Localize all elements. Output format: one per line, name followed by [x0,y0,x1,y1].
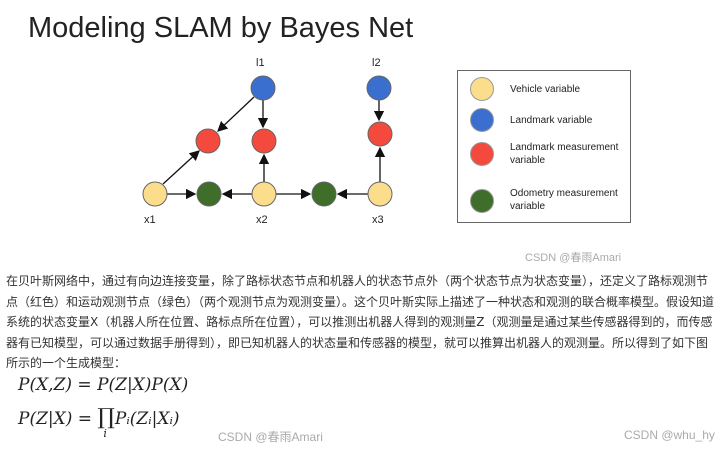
article-watermark-1: CSDN @春雨Amari [218,430,323,444]
odometry-legend-swatch [470,189,494,213]
formula-lhs: P(Z|X) = [18,409,98,429]
odometry-node [311,181,337,207]
formula-joint: P(X,Z) = P(Z|X)P(X) [18,375,189,395]
label-x2: x2 [256,214,268,226]
legend-vehicle: Vehicle variable [510,84,581,95]
vehicle-node-x1 [142,181,168,207]
formula-likelihood: P(Z|X) = ∏i Pᵢ(Zᵢ|Xᵢ) [18,405,180,440]
label-x3: x3 [372,214,384,226]
slide-title: Modeling SLAM by Bayes Net [28,12,414,44]
article-watermark-2: CSDN @whu_hy [624,428,715,442]
label-x1: x1 [144,214,156,226]
landmark-node-l1 [250,75,276,101]
label-l2: l2 [372,57,381,69]
slide-watermark: CSDN @春雨Amari [525,252,622,264]
legend: Vehicle variable Landmark variable Landm… [457,70,631,223]
odometry-node [196,181,222,207]
edge-l1-m1 [217,96,255,132]
edge-x1-m1 [162,150,200,185]
article-paragraph: 在贝叶斯网络中，通过有向边连接变量，除了路标状态节点和机器人的状态节点外（两个状… [6,274,715,370]
landmark-measurement-node [195,128,221,154]
legend-landmark-measurement: Landmark measurement variable [510,142,619,166]
legend-landmark: Landmark variable [510,115,593,126]
vehicle-node-x2 [251,181,277,207]
landmark-measurement-legend-swatch [470,142,494,166]
landmark-legend-swatch [470,108,494,132]
formula-rhs: Pᵢ(Zᵢ|Xᵢ) [114,409,180,429]
vehicle-node-x3 [367,181,393,207]
landmark-node-l2 [366,75,392,101]
label-l1: l1 [256,57,265,69]
landmark-measurement-node [251,128,277,154]
product-symbol: ∏ [97,405,115,430]
product-subscript: i [103,427,107,440]
bayes-net-diagram [142,75,393,207]
legend-odometry: Odometry measurement variable [510,188,618,212]
vehicle-legend-swatch [470,77,494,101]
landmark-measurement-node [367,121,393,147]
